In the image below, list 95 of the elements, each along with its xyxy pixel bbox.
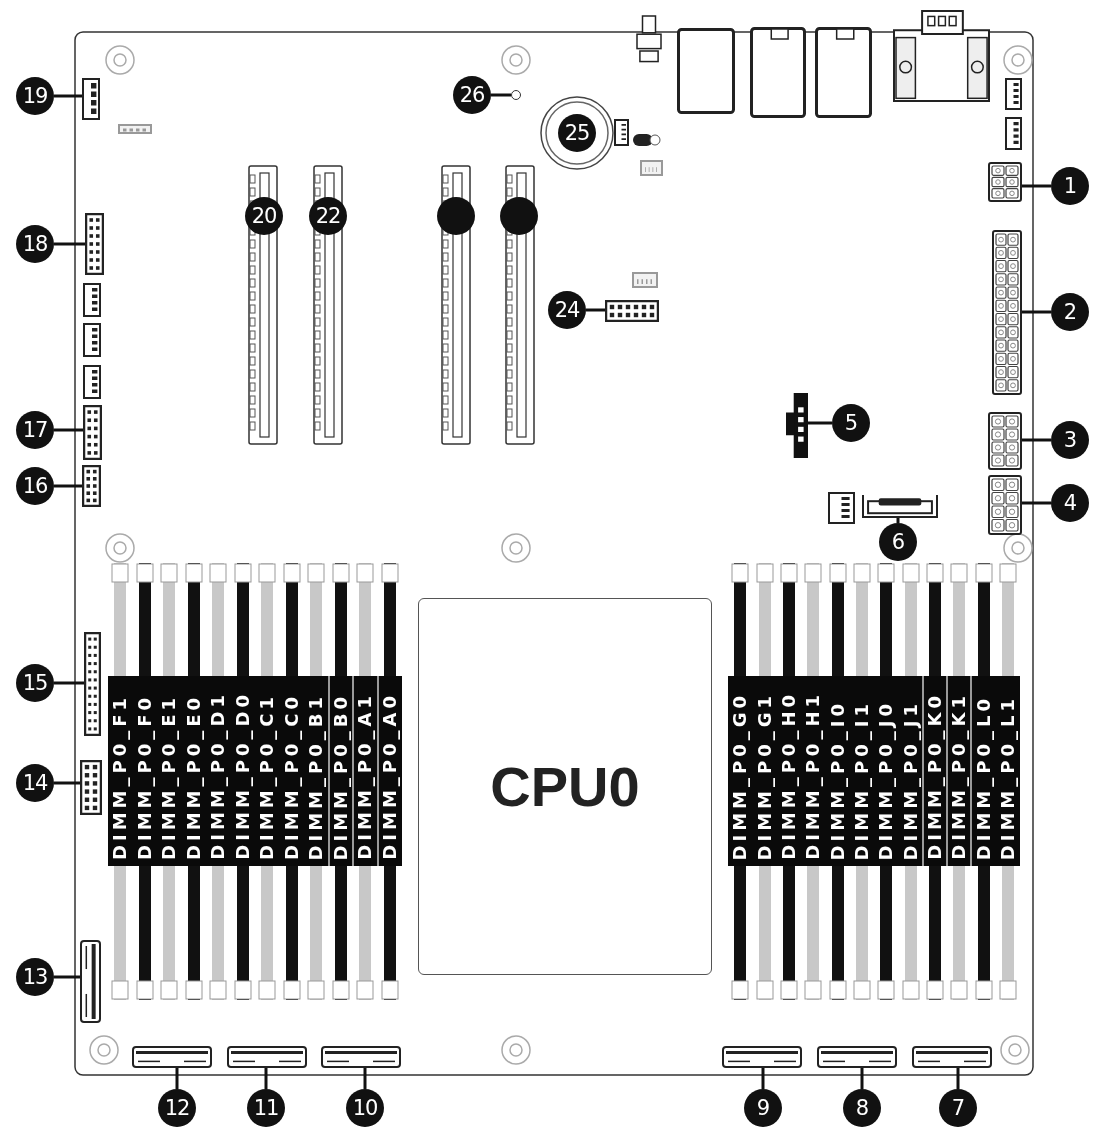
slot-label: DIMM_P0_G0: [730, 692, 751, 861]
slot-label: DIMM_P0_K0: [924, 692, 945, 860]
callout-number: 13: [16, 958, 54, 996]
leader-line: [761, 1068, 765, 1089]
callout-number: 24: [548, 291, 586, 329]
leader-line: [491, 93, 511, 97]
callout-number: 6: [879, 523, 917, 561]
leader-line: [363, 1068, 367, 1089]
slot-label: DIMM_P0_F1: [110, 694, 131, 860]
leader-line: [1022, 184, 1051, 188]
io-port: [815, 27, 872, 118]
slot-label: DIMM_P0_L1: [997, 695, 1018, 861]
leader-line: [54, 428, 83, 432]
leader-line: [54, 781, 80, 785]
pin-header: [82, 465, 101, 507]
callout-number: 7: [939, 1089, 977, 1127]
led-icon: [511, 90, 521, 100]
cable-connector: [786, 393, 808, 458]
slot-label: DIMM_P0_J0: [876, 700, 897, 861]
pin-header: [83, 405, 102, 460]
leader-line: [264, 1068, 268, 1089]
slot-label: DIMM_P0_D0: [232, 691, 253, 860]
leader-line: [896, 518, 900, 523]
callout-number: 14: [16, 764, 54, 802]
slot-label: DIMM_P0_F0: [134, 694, 155, 860]
slot-label: DIMM_P0_C1: [257, 693, 278, 860]
slot-label: DIMM_P0_K1: [949, 692, 970, 860]
callout-number: 4: [1051, 484, 1089, 522]
callout-number: 10: [346, 1089, 384, 1127]
pin-header: [85, 213, 104, 275]
callout-dot-icon: [437, 197, 475, 235]
leader-line: [54, 484, 82, 488]
pin-header: [84, 632, 101, 736]
leader-line: [54, 94, 82, 98]
callout-number: 11: [247, 1089, 285, 1127]
slot-label: DIMM_P0_I1: [851, 700, 872, 861]
leader-line: [54, 681, 84, 685]
leader-line: [1022, 310, 1051, 314]
leader-line: [175, 1068, 179, 1089]
callout-number: 3: [1051, 421, 1089, 459]
callout-number: 19: [16, 77, 54, 115]
leader-line: [1022, 438, 1051, 442]
slimline-connector: [321, 1046, 401, 1068]
slimline-connector: [817, 1046, 897, 1068]
power-connector: [988, 162, 1022, 202]
pin-header: [605, 300, 659, 322]
callout-number: 15: [16, 664, 54, 702]
leader-line: [1022, 501, 1051, 505]
callout-number: 22: [309, 197, 347, 235]
slimline-connector: [722, 1046, 802, 1068]
callout-number: 16: [16, 467, 54, 505]
leader-line: [54, 242, 85, 246]
leader-line: [956, 1068, 960, 1089]
leader-line: [586, 308, 605, 312]
callout-dot-icon: [500, 197, 538, 235]
callout-number: 5: [832, 404, 870, 442]
leader-line: [808, 421, 832, 425]
slot-label: DIMM_P0_H0: [778, 691, 799, 860]
callout-number: 9: [744, 1089, 782, 1127]
slot-label: DIMM_P0_G1: [754, 692, 775, 861]
callout-number: 2: [1051, 293, 1089, 331]
slot-label: DIMM_P0_A1: [355, 692, 376, 860]
io-port: [750, 27, 806, 118]
callout-number: 26: [453, 76, 491, 114]
slot-label: DIMM_P0_D1: [208, 691, 229, 860]
leader-line: [860, 1068, 864, 1089]
callout-number: 20: [245, 197, 283, 235]
io-port: [677, 28, 735, 114]
socket-connector: [862, 494, 938, 518]
callout-number: 8: [843, 1089, 881, 1127]
callout-number: 1: [1051, 167, 1089, 205]
pin-header: [80, 760, 102, 815]
slimline-connector: [80, 940, 101, 1023]
power-connector: [992, 230, 1022, 395]
slot-label: DIMM_P0_B1: [306, 693, 327, 861]
slimline-connector: [912, 1046, 992, 1068]
slot-label: DIMM_P0_I0: [827, 700, 848, 861]
power-connector: [988, 475, 1022, 535]
slot-label: DIMM_P0_E1: [159, 694, 180, 860]
leader-line: [54, 975, 80, 979]
slot-label: DIMM_P0_J1: [900, 700, 921, 861]
slot-label: DIMM_P0_B0: [330, 693, 351, 861]
slimline-connector: [132, 1046, 212, 1068]
slot-label: DIMM_P0_L0: [973, 695, 994, 861]
slot-label: DIMM_P0_A0: [379, 692, 400, 860]
pin-header: [82, 78, 100, 120]
slimline-connector: [227, 1046, 307, 1068]
power-connector: [988, 412, 1022, 470]
cpu-socket: CPU0: [418, 598, 712, 975]
slot-label: DIMM_P0_H1: [803, 691, 824, 860]
callout-number: 17: [16, 411, 54, 449]
callout-number: 12: [158, 1089, 196, 1127]
slot-label: DIMM_P0_E0: [183, 694, 204, 860]
slot-label: DIMM_P0_C0: [281, 693, 302, 860]
callout-number: 18: [16, 225, 54, 263]
